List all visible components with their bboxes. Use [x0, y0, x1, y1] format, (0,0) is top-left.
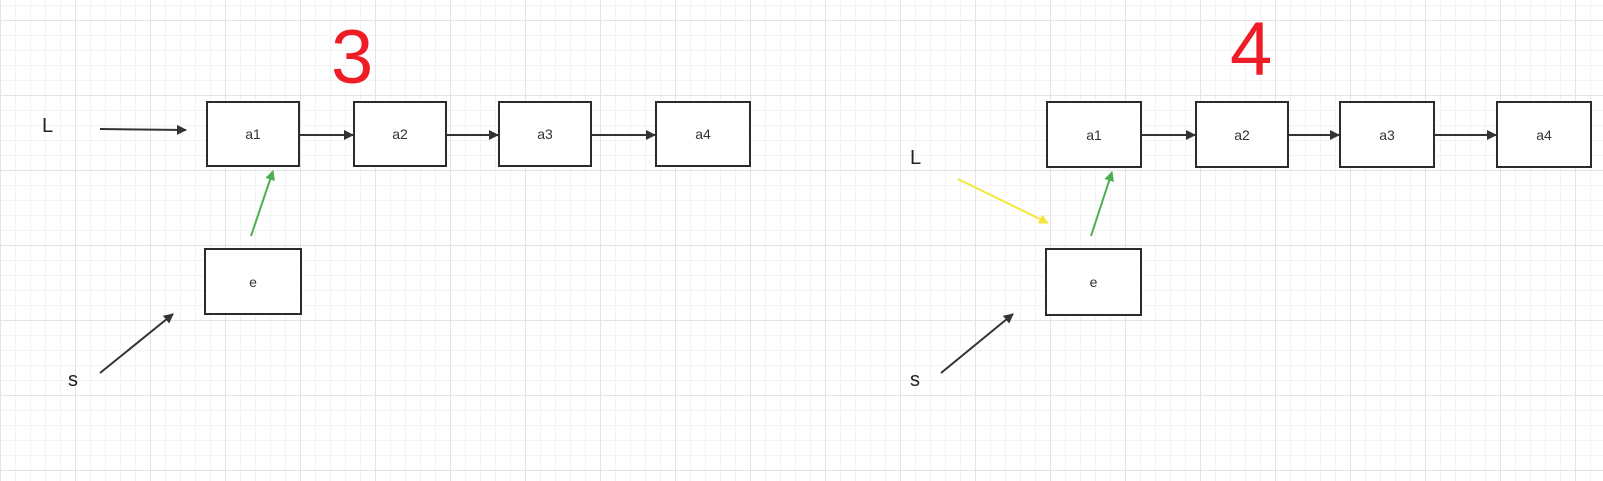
step-number-3: 3 — [331, 15, 374, 100]
s-pointer-label: s — [68, 369, 78, 391]
head-pointer-label-L: L — [910, 147, 922, 169]
s-pointer-label: s — [910, 369, 920, 391]
list-node-a1: a1 — [206, 101, 300, 167]
list-node-a4: a4 — [655, 101, 751, 167]
new-link-arrow-e-a1 — [250, 170, 275, 237]
s-pointer-arrow — [940, 313, 1014, 374]
s-pointer-arrow — [99, 313, 174, 374]
list-node-a3: a3 — [1339, 101, 1435, 168]
new-link-arrow-e-a1 — [1090, 171, 1114, 237]
head-pointer-arrow — [99, 124, 187, 135]
list-node-a2: a2 — [353, 101, 447, 167]
list-node-a4: a4 — [1496, 101, 1592, 168]
list-node-a1: a1 — [1046, 101, 1142, 168]
list-node-a2: a2 — [1195, 101, 1289, 168]
head-pointer-label-L: L — [42, 115, 54, 137]
new-node-e: e — [204, 248, 302, 315]
step-number-4: 4 — [1230, 7, 1273, 92]
new-node-e: e — [1045, 248, 1142, 316]
head-pointer-arrow-moved — [957, 178, 1049, 224]
list-node-a3: a3 — [498, 101, 592, 167]
